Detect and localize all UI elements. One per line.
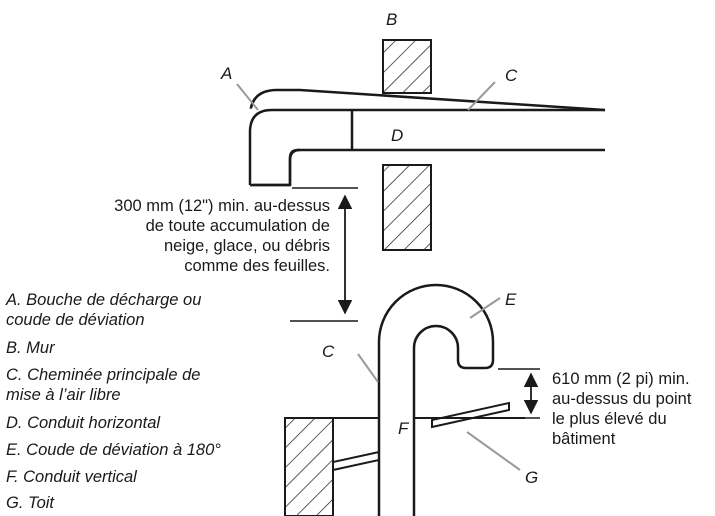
legend-item-a-cont: coude de déviation: [6, 311, 145, 329]
discharge-elbow: [247, 107, 301, 185]
leader-e: [469, 297, 501, 319]
callout-g: G: [525, 468, 539, 487]
discharge-elbow-shape: [248, 108, 300, 187]
roof-note-line: le plus élevé du: [552, 410, 667, 428]
leader-g: [466, 431, 521, 471]
roof-right: [431, 401, 510, 429]
wall-top-lower: [382, 164, 432, 251]
legend-item-f: F. Conduit vertical: [6, 468, 137, 486]
callout-e: E: [505, 290, 517, 309]
leader-c-top: [467, 81, 496, 111]
roof-left: [332, 450, 380, 472]
legend-item-a: A. Bouche de décharge ou: [6, 291, 202, 309]
callout-c-top: C: [505, 66, 518, 85]
wall-bottom: [284, 417, 334, 516]
clearance-note-line: neige, glace, ou débris: [163, 237, 330, 255]
callout-d: D: [391, 126, 404, 145]
legend-item-g: G. Toit: [6, 494, 54, 512]
clearance-note-line: comme des feuilles.: [184, 257, 330, 275]
clearance-note-line: 300 mm (12") min. au-dessus: [114, 197, 330, 215]
callout-c-bottom: C: [322, 342, 335, 361]
clearance-note-line: de toute accumulation de: [145, 217, 330, 235]
leader-c-bottom: [357, 353, 379, 383]
legend-item-e: E. Coude de déviation à 180°: [6, 441, 221, 459]
leader-a: [236, 83, 259, 111]
clearance-note: 300 mm (12") min. au-dessus de toute acc…: [114, 196, 330, 276]
callout-a: A: [221, 64, 233, 83]
roof-note-line: bâtiment: [552, 430, 616, 448]
legend-item-c: C. Cheminée principale de: [6, 366, 201, 384]
callout-f: F: [398, 419, 409, 438]
legend-item-c-cont: mise à l’air libre: [6, 386, 121, 404]
vertical-duct: [377, 283, 495, 516]
roof-clearance-note: 610 mm (2 pi) min. au-dessus du point le…: [552, 369, 691, 449]
callout-b: B: [386, 10, 398, 29]
wall-top-upper: [382, 39, 432, 94]
legend-item-d: D. Conduit horizontal: [6, 414, 161, 432]
legend-item-b: B. Mur: [6, 339, 55, 357]
roof-note-line: 610 mm (2 pi) min.: [552, 370, 690, 388]
roof-note-line: au-dessus du point: [552, 390, 692, 408]
